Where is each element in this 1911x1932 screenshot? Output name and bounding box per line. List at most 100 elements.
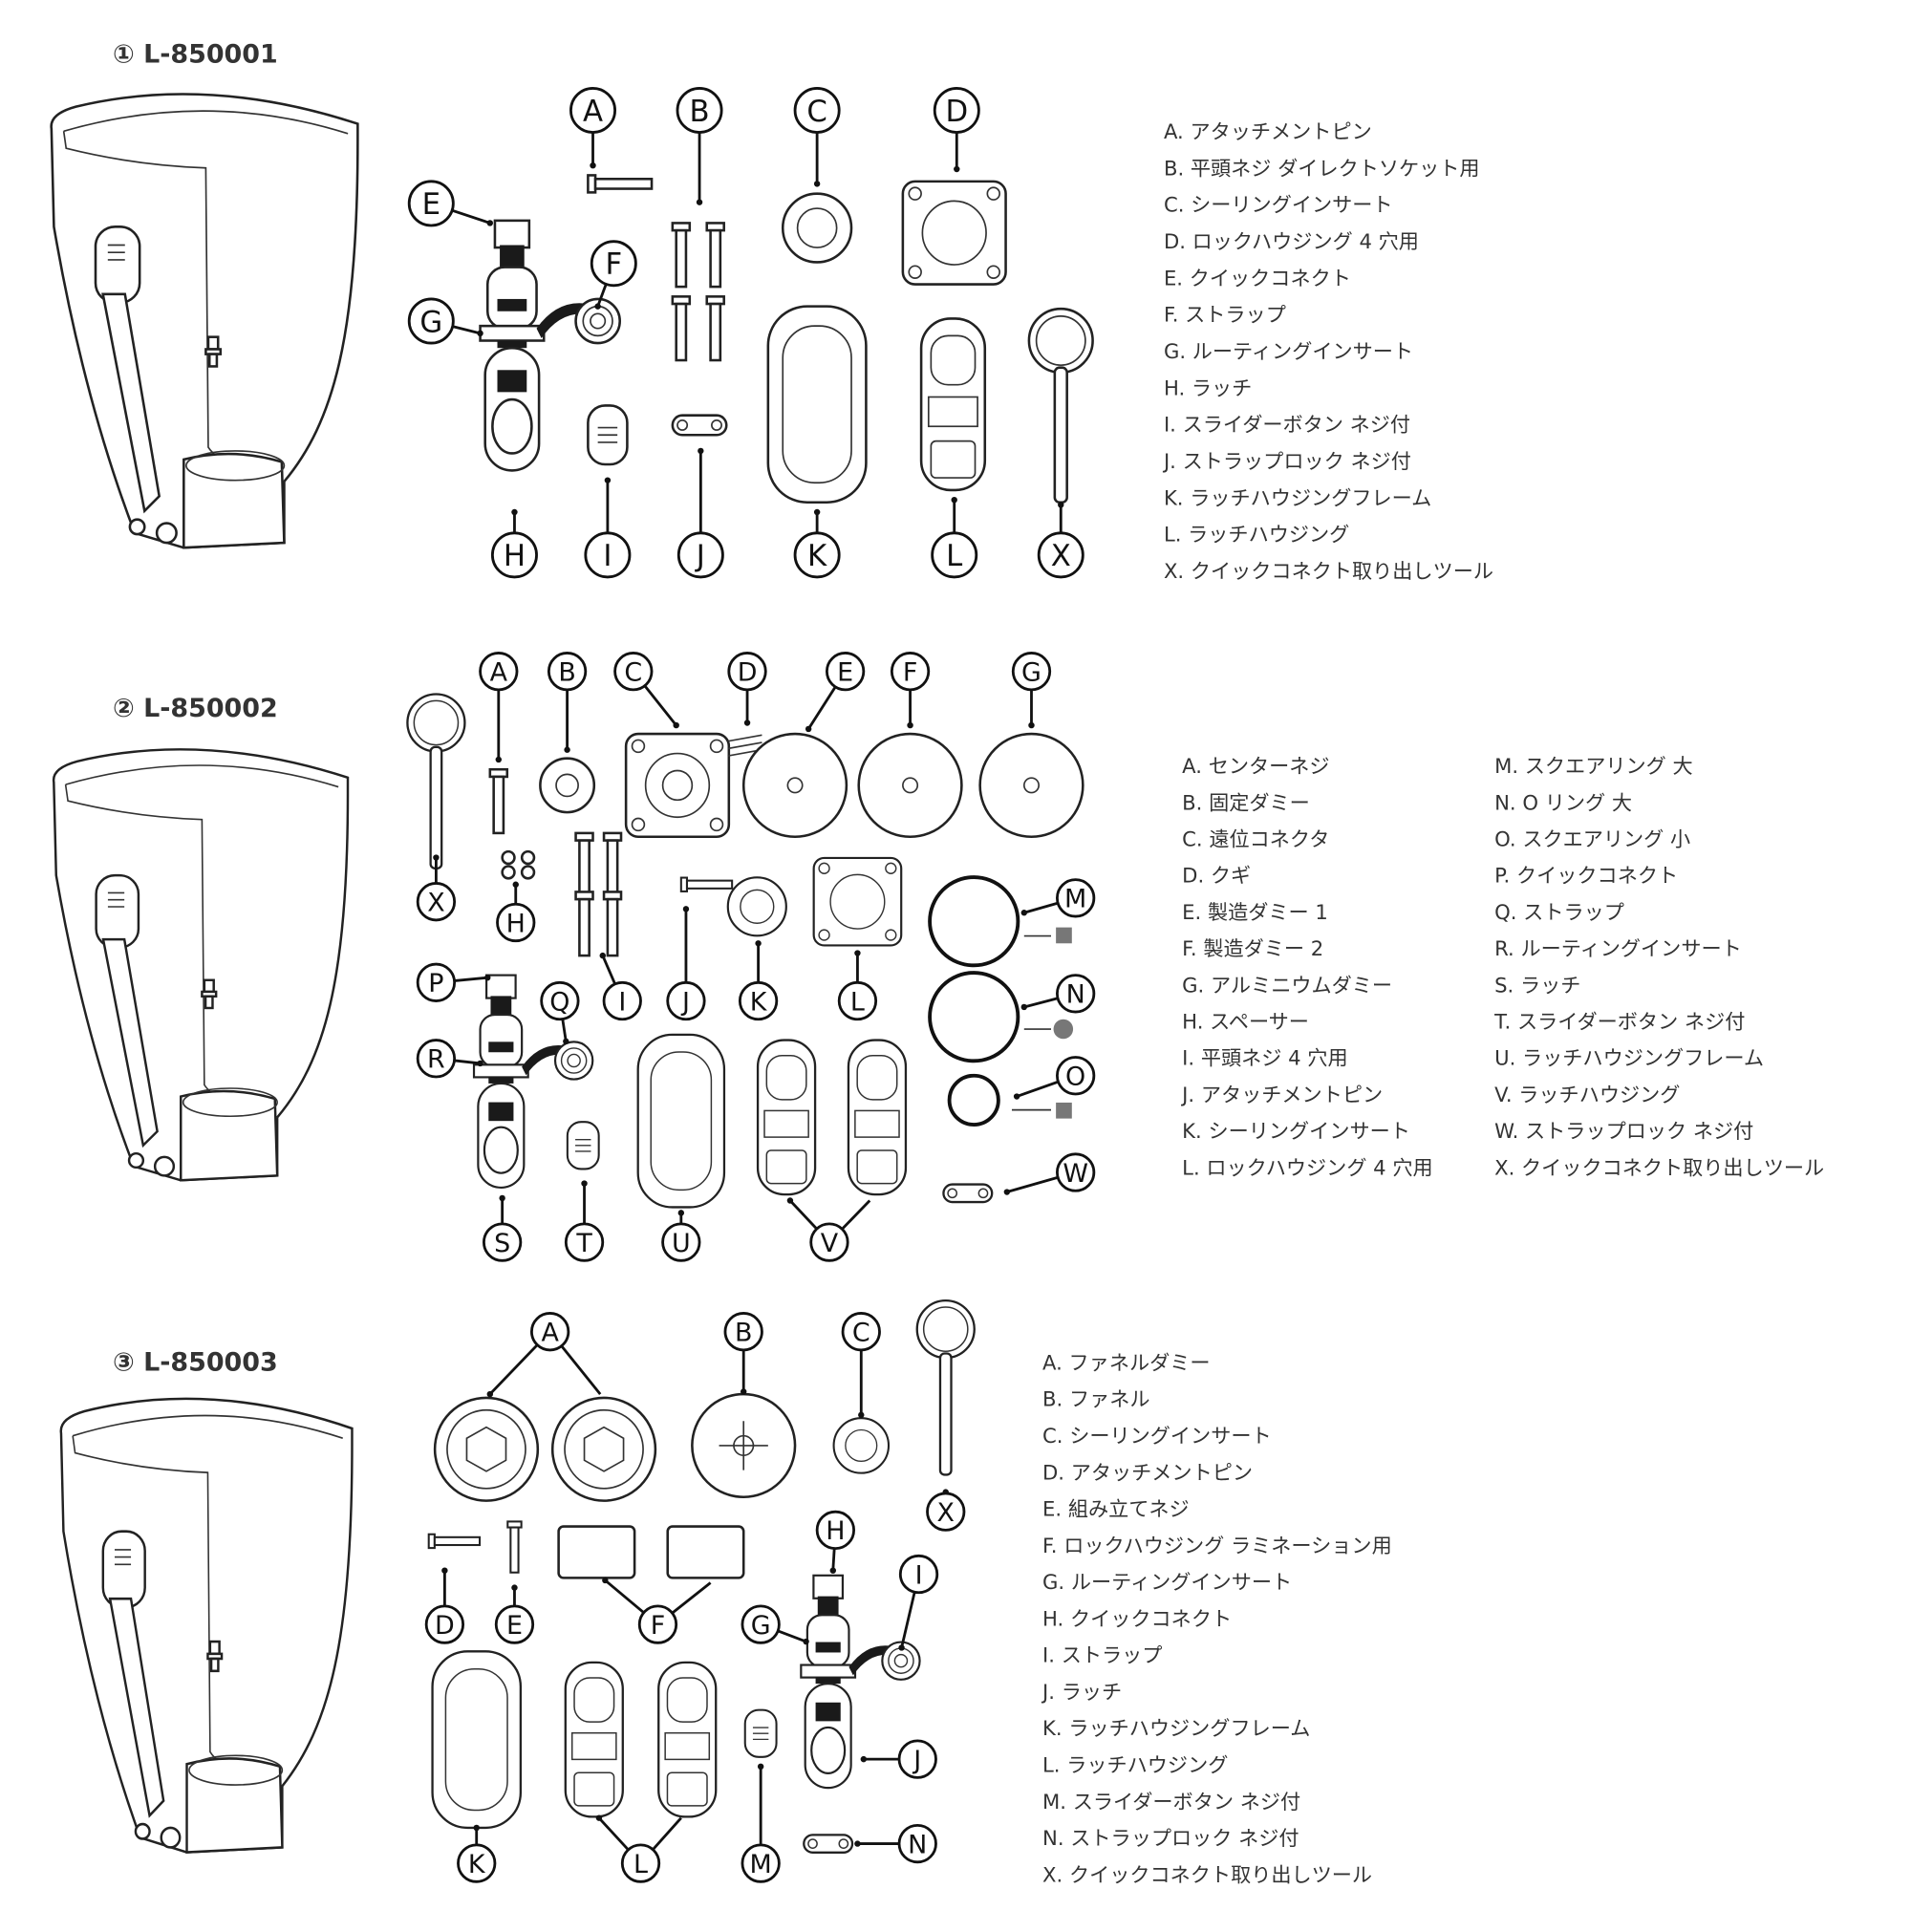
legend-item: D. ロックハウジング 4 穴用	[1164, 229, 1419, 253]
callout-2-s: S	[483, 1194, 523, 1262]
callout-1-g: G	[407, 297, 483, 345]
callout-circle	[620, 1843, 661, 1883]
callout-circle	[897, 1739, 937, 1779]
callout-3-g: G	[741, 1604, 809, 1645]
callout-circle	[564, 1222, 605, 1262]
callout-letter: F	[903, 657, 917, 687]
leader-dot	[858, 1411, 865, 1419]
callout-1-h: H	[490, 508, 538, 579]
legend-item: R. ルーティングインサート	[1494, 936, 1742, 960]
leader-dot	[673, 721, 679, 729]
legend-item: E. 組み立てネジ	[1042, 1497, 1190, 1521]
callout-letter: I	[603, 539, 612, 573]
callout-1-j: J	[676, 447, 724, 579]
callout-2-f: F	[890, 652, 931, 729]
legend-item: K. シーリングインサート	[1182, 1119, 1410, 1143]
leader-dot	[486, 1390, 494, 1398]
callout-circle	[890, 652, 931, 692]
callout-letter: B	[689, 95, 709, 129]
callout-letter: H	[826, 1516, 845, 1546]
leader-dot	[696, 199, 703, 205]
callout-letter: T	[575, 1229, 592, 1258]
legend-item: Q. ストラップ	[1494, 900, 1624, 924]
leader-dot	[433, 854, 440, 861]
callout-circle	[1056, 878, 1096, 918]
callout-3-c: C	[841, 1312, 881, 1419]
leader-dot	[602, 1577, 609, 1584]
legend-item: P. クイックコネクト	[1494, 864, 1678, 888]
callout-2-o: O	[1013, 1056, 1096, 1100]
legend-item: A. センターネジ	[1182, 754, 1329, 778]
legend-item: W. ストラップロック ネジ付	[1494, 1119, 1753, 1143]
callout-circle	[841, 1312, 881, 1352]
leader-dot	[803, 1638, 809, 1645]
legend-item: J. アタッチメントピン	[1180, 1083, 1383, 1106]
callout-circle	[584, 531, 632, 579]
leader-dot	[954, 165, 960, 173]
leader-dot	[564, 746, 570, 753]
callout-3-n: N	[854, 1823, 937, 1864]
callout-letter: X	[1051, 539, 1071, 573]
callout-2-w: W	[1003, 1152, 1096, 1195]
callout-1-d: D	[933, 87, 980, 173]
callout-letter: L	[850, 987, 865, 1017]
leader-dot	[595, 1814, 603, 1821]
leader-dot	[860, 1755, 868, 1763]
callout-circle	[496, 902, 536, 943]
legend-item: C. シーリングインサート	[1164, 193, 1393, 217]
callout-circle	[613, 652, 654, 692]
legend-item: G. アルミニウムダミー	[1182, 973, 1392, 997]
callout-2-x: X	[416, 854, 457, 922]
leader-dot	[1003, 1189, 1011, 1195]
callout-1-c: C	[793, 87, 841, 187]
callout-circle	[1056, 1152, 1096, 1192]
legend-item: T. スライダーボタン ネジ付	[1493, 1010, 1745, 1034]
leader-dot	[813, 508, 821, 516]
callout-letter: D	[435, 1611, 455, 1641]
callout-letter: U	[672, 1229, 691, 1258]
callout-2-h: H	[496, 881, 536, 943]
callout-2-g: G	[1011, 652, 1052, 729]
callout-1-e: E	[407, 180, 494, 227]
callout-2-d: D	[727, 652, 767, 726]
callout-circle	[547, 652, 588, 692]
callout-1-i: I	[584, 477, 632, 579]
callout-2-u: U	[661, 1210, 701, 1262]
leader-dot	[486, 220, 494, 226]
callout-letter: S	[494, 1229, 510, 1258]
callout-circle	[825, 652, 866, 692]
callout-letter: C	[624, 657, 642, 687]
leader-dot	[755, 940, 762, 947]
callout-3-f: F	[602, 1577, 678, 1644]
leader-dot	[854, 1840, 861, 1847]
legend-item: C. シーリングインサート	[1042, 1424, 1272, 1448]
legend-item: J. ラッチ	[1041, 1680, 1122, 1704]
legend-item: I. スライダーボタン ネジ付	[1164, 413, 1410, 437]
leader-dot	[698, 447, 704, 455]
callout-letter: A	[541, 1318, 559, 1347]
legend-item: I. 平頭ネジ 4 穴用	[1182, 1046, 1347, 1070]
callout-letter: G	[751, 1611, 771, 1641]
callout-circle	[424, 1604, 465, 1644]
callout-circle	[815, 1510, 856, 1551]
callout-2-m: M	[1020, 878, 1096, 918]
leader-dot	[951, 496, 957, 504]
legend-item: L. ラッチハウジング	[1164, 523, 1349, 547]
leader-dot	[757, 1763, 764, 1771]
callout-circle	[416, 882, 457, 922]
callout-letter: K	[807, 539, 827, 573]
section-3-title: ③ L-850003	[113, 1348, 278, 1378]
callout-letter: X	[427, 888, 444, 917]
callout-2-c: C	[613, 652, 679, 729]
legend-item: X. クイックコネクト取り出しツール	[1494, 1155, 1824, 1179]
leader-dot	[854, 950, 861, 956]
callout-circle	[637, 1604, 678, 1644]
leader-dot	[604, 477, 612, 483]
callout-3-j: J	[860, 1739, 937, 1779]
callout-letter: B	[558, 657, 575, 687]
legend-item: V. ラッチハウジング	[1494, 1083, 1680, 1106]
legend-item: M. スクエアリング 大	[1494, 754, 1693, 778]
callout-1-a: A	[569, 87, 616, 169]
callout-circle	[809, 1222, 849, 1262]
legend-item: B. 固定ダミー	[1182, 790, 1310, 814]
